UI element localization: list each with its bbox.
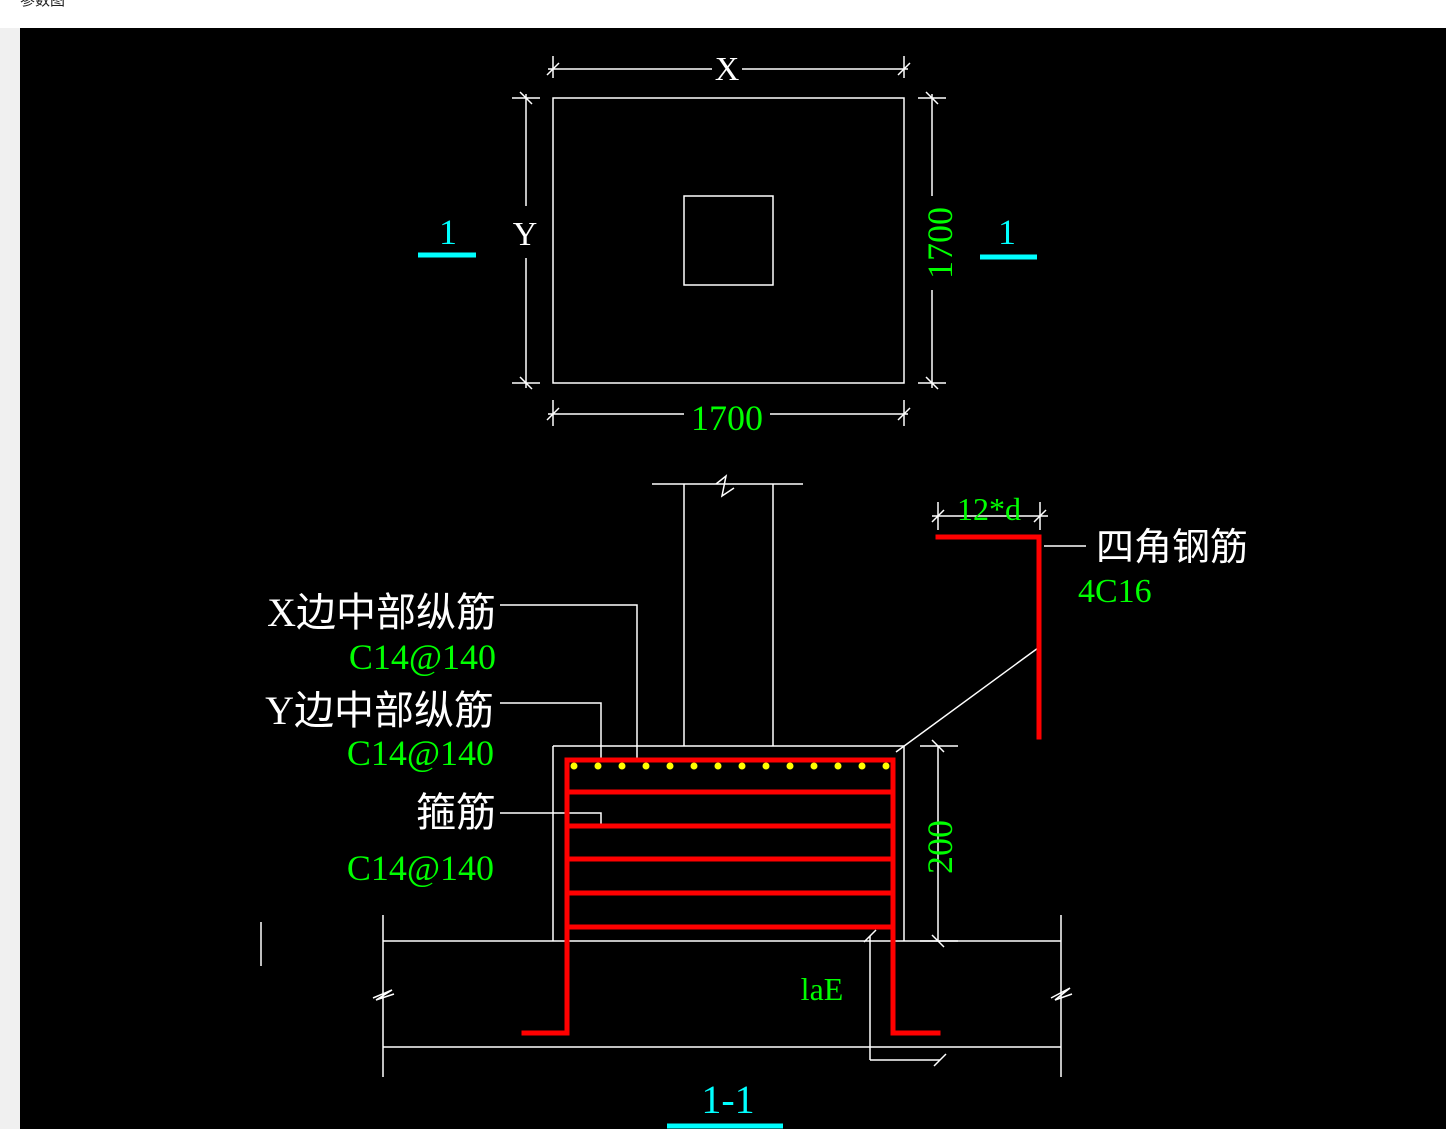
footing-outline (552, 97, 905, 384)
corner-bar-value: 4C16 (1078, 573, 1152, 610)
tick-mark (933, 1053, 947, 1067)
y-axis-label: Y (513, 216, 538, 253)
y-bar-value: C14@140 (347, 733, 494, 773)
rebar-dot (690, 762, 698, 770)
rebar-dot (594, 762, 602, 770)
cad-canvas[interactable]: X Y 1700 1700 1 1 (20, 28, 1446, 1129)
window-title: 参数图 (20, 0, 66, 9)
tick-mark (925, 376, 939, 390)
left-panel-edge (0, 28, 21, 1129)
stirrup-label: 箍筋 (416, 790, 496, 835)
rebar-cage (521, 534, 1042, 1036)
section-mark-left-number: 1 (439, 212, 457, 252)
section-mark-left: 1 (418, 212, 476, 258)
tick-mark (1033, 509, 1047, 523)
column-break-symbol (715, 474, 735, 498)
rebar-dot (810, 762, 818, 770)
y-bar-label: Y边中部纵筋 (265, 688, 494, 733)
x-bar-value: C14@140 (349, 637, 496, 677)
stirrup-leader (500, 812, 602, 827)
rebar-dot (738, 762, 746, 770)
section-title: 1-1 (667, 1077, 783, 1129)
drawing-svg: X Y 1700 1700 1 1 (260, 51, 1248, 1129)
title-bar: 参数图 (0, 0, 1446, 28)
right-longitudinal-bar (890, 757, 941, 1036)
slab-break-symbol (1050, 987, 1073, 1001)
column-outline (683, 195, 774, 286)
section-mark-right: 1 (980, 212, 1037, 260)
tick-mark (897, 62, 911, 76)
x-axis-label: X (715, 51, 740, 88)
section-mark-right-number: 1 (998, 212, 1016, 252)
rebar-dot (786, 762, 794, 770)
rebar-dot (882, 762, 890, 770)
corner-bar-length: 12*d (957, 491, 1021, 527)
tick-mark (925, 91, 939, 105)
rebar-dot (714, 762, 722, 770)
corner-bar-label: 四角钢筋 (1096, 527, 1248, 569)
section-title-text: 1-1 (701, 1077, 754, 1122)
tick-mark (931, 934, 945, 948)
rebar-dot (642, 762, 650, 770)
tick-mark (519, 376, 533, 390)
slab-break-symbol (372, 989, 395, 1001)
section-view (260, 474, 1086, 1077)
x-bar-label: X边中部纵筋 (267, 590, 496, 635)
tick-mark (863, 929, 877, 943)
anchorage-label: laE (801, 971, 844, 1007)
height-dimension-value: 1700 (920, 207, 960, 279)
corner-bar-pointer (895, 647, 1039, 753)
stirrup-value: C14@140 (347, 848, 494, 888)
y-bar-leader (500, 702, 602, 762)
plan-view (512, 56, 946, 426)
tick-mark (931, 739, 945, 753)
rebar-dots (570, 762, 890, 770)
tick-mark (546, 62, 560, 76)
corner-bar-detail (935, 534, 1042, 740)
rebar-dot (858, 762, 866, 770)
section-height-value: 200 (920, 820, 960, 874)
rebar-dot (570, 762, 578, 770)
tick-mark (931, 509, 945, 523)
left-longitudinal-bar (521, 757, 570, 1036)
rebar-dot (834, 762, 842, 770)
tick-mark (519, 91, 533, 105)
tick-mark (897, 407, 911, 421)
tick-mark (546, 407, 560, 421)
x-bar-leader (500, 604, 638, 762)
width-dimension-value: 1700 (691, 398, 763, 438)
rebar-dot (666, 762, 674, 770)
rebar-dot (618, 762, 626, 770)
rebar-dot (762, 762, 770, 770)
